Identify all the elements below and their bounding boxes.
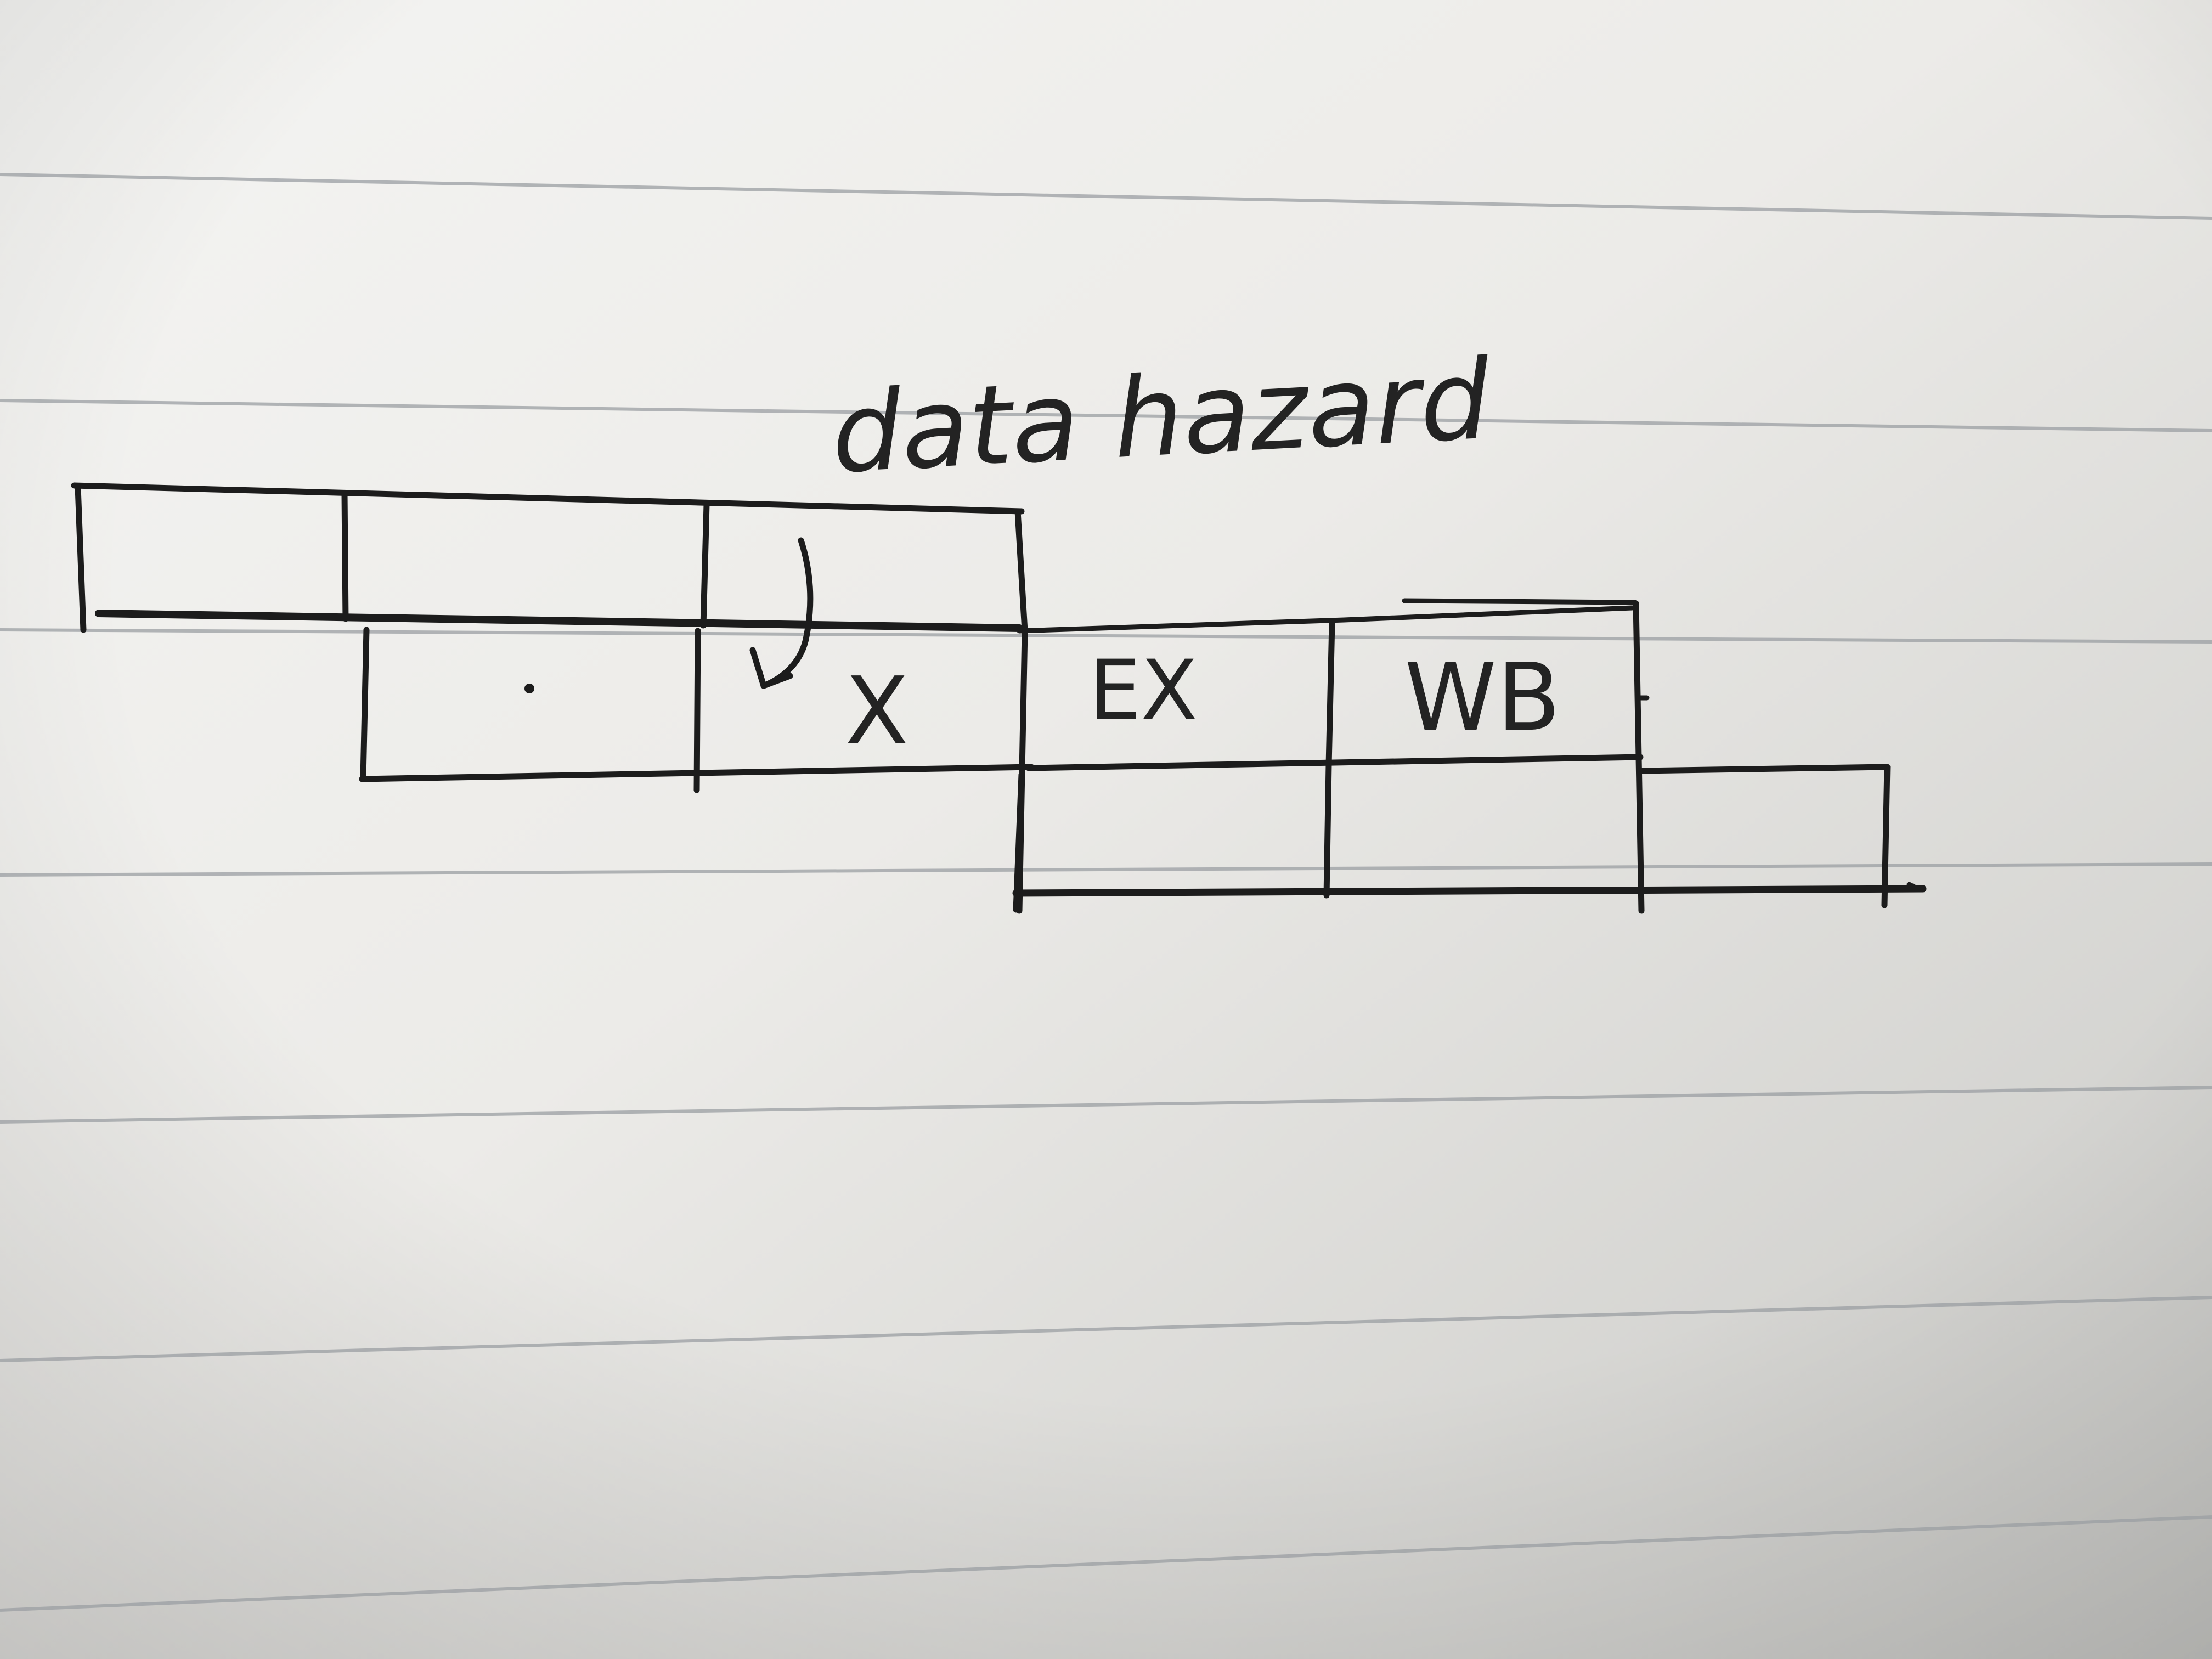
curved-down-arrow-icon [760,537,814,689]
pen-dot [524,684,534,693]
execute-stage-label: EX [1089,643,1198,738]
pipeline-diagram: data hazard X EX WB [71,336,1927,914]
instruction-row-1 [71,482,1028,634]
dependency-arrow [749,537,814,689]
instruction-row-3 [1012,762,1927,913]
stall-stage-label: X [845,657,909,766]
writeback-stage-label: WB [1404,644,1561,752]
